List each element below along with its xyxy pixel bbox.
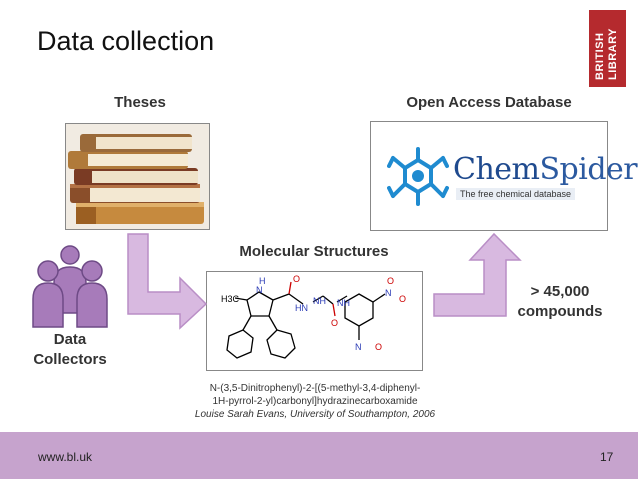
chemspider-name-spider: Spider xyxy=(539,152,638,187)
atom-methyl: H3C xyxy=(221,294,240,304)
atom-h: H xyxy=(259,276,266,286)
slide-footer-bar xyxy=(0,432,638,479)
atom-o-urea: O xyxy=(331,318,338,328)
collectors-line-2: Collectors xyxy=(33,351,107,368)
compound-count-value: > 45,000 xyxy=(530,283,590,300)
logo-line-library: LIBRARY xyxy=(607,28,619,80)
caption-name-line-2: 1H-pyrrol-2-yl)carbonyl]hydrazinecarboxa… xyxy=(212,396,418,407)
chemspider-tagline: The free chemical database xyxy=(456,188,576,200)
footer-url-link[interactable]: www.bl.uk xyxy=(38,450,93,464)
theses-books-image xyxy=(65,123,210,230)
arrow-theses-to-molecule-icon xyxy=(127,233,208,330)
logo-line-british: BRITISH xyxy=(594,32,606,81)
data-collectors-people-icon xyxy=(32,245,108,328)
atom-nh-2: NH xyxy=(337,298,350,308)
molecule-caption: N-(3,5-Dinitrophenyl)-2-[(5-methyl-3,4-d… xyxy=(170,382,460,421)
atom-o-nitro-1a: O xyxy=(387,276,394,286)
atom-nh-1: NH xyxy=(313,296,326,306)
compound-count-unit: compounds xyxy=(517,303,603,320)
atom-o-carbonyl: O xyxy=(293,274,300,284)
chemspider-spider-icon xyxy=(387,147,449,206)
open-access-database-label: Open Access Database xyxy=(406,94,572,111)
atom-n-nitro-1: N xyxy=(385,288,392,298)
logo-text: BRITISH LIBRARY xyxy=(589,10,626,87)
atom-o-nitro-2: O xyxy=(375,342,382,352)
molecular-structures-label: Molecular Structures xyxy=(239,243,389,260)
atom-n-pyrrole: N xyxy=(256,285,263,295)
caption-name-line-1: N-(3,5-Dinitrophenyl)-2-[(5-methyl-3,4-d… xyxy=(209,383,421,394)
page-number: 17 xyxy=(600,450,614,464)
caption-attribution: Louise Sarah Evans, University of Southa… xyxy=(194,409,436,420)
atom-n-nitro-2: N xyxy=(355,342,362,352)
theses-label: Theses xyxy=(114,94,166,111)
arrow-molecule-to-database-icon xyxy=(433,232,522,317)
slide-title: Data collection xyxy=(37,26,215,56)
atom-o-nitro-1b: O xyxy=(399,294,406,304)
collectors-line-1: Data xyxy=(53,331,87,348)
compound-count-label: > 45,000 compounds xyxy=(500,282,620,322)
data-collectors-label: Data Collectors xyxy=(20,330,120,370)
british-library-logo: BRITISH LIBRARY xyxy=(589,10,626,87)
chemspider-name: ChemSpider xyxy=(453,152,638,187)
molecule-diagram: H3C H N O HN NH NH O N O O N O xyxy=(221,274,406,359)
chemspider-database-logo[interactable]: ChemSpider The free chemical database xyxy=(370,121,638,231)
molecule-structure-image: H3C H N O HN NH NH O N O O N O xyxy=(206,271,423,371)
chemspider-name-chem: Chem xyxy=(453,152,540,187)
books-icon xyxy=(66,124,209,229)
atom-hn: HN xyxy=(295,303,308,313)
